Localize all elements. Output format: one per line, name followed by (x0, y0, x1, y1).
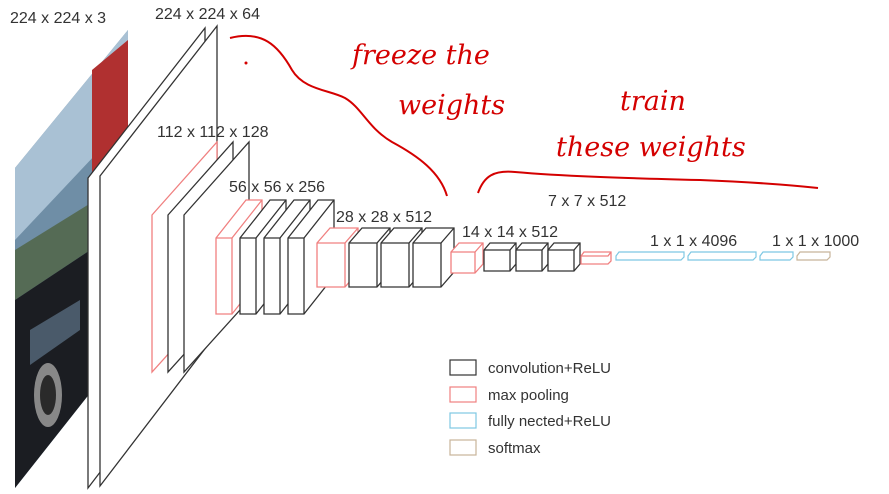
legend-swatch-max-pooling (449, 386, 477, 403)
label-conv1-dims: 224 x 224 x 64 (155, 6, 260, 23)
freeze-line-2: weights (398, 90, 505, 121)
label-conv2-dims: 112 x 112 x 128 (157, 124, 269, 141)
conv3-block (215, 199, 335, 315)
label-conv4-dims: 28 x 28 x 512 (336, 209, 432, 226)
freeze-annotation: freeze the weights (229, 34, 505, 197)
conv5-slab-3 (547, 242, 581, 272)
label-fc-dims: 1 x 1 x 4096 (650, 233, 737, 250)
conv5-block (450, 242, 581, 274)
fc-layer-1 (615, 251, 685, 261)
conv4-slab-3 (412, 227, 455, 288)
label-conv5-dims: 14 x 14 x 512 (462, 224, 558, 241)
pool5-block (580, 251, 612, 265)
freeze-bracket-curve (229, 34, 448, 197)
label-conv3-dims: 56 x 56 x 256 (229, 179, 325, 196)
label-softmax-dims: 1 x 1 x 1000 (772, 233, 859, 250)
legend: convolution+ReLU max pooling fully necte… (449, 359, 611, 457)
legend-label-softmax: softmax (488, 440, 541, 457)
legend-item-convolution: convolution+ReLU (449, 359, 611, 377)
conv5-slab-1 (483, 242, 517, 272)
train-line-1: train (620, 86, 686, 117)
train-line-2: these weights (556, 132, 746, 163)
legend-item-softmax: softmax (449, 439, 541, 457)
softmax-layer (796, 251, 831, 261)
fc-layer-2 (687, 251, 757, 261)
legend-label-max-pooling: max pooling (488, 387, 569, 404)
legend-label-fully-connected: fully nected+ReLU (488, 413, 611, 430)
conv4-block (316, 227, 455, 288)
label-pool5-dims: 7 x 7 x 512 (548, 193, 626, 210)
freeze-line-1: freeze the (350, 40, 490, 71)
label-input-dims: 224 x 224 x 3 (10, 10, 106, 27)
legend-swatch-softmax (449, 439, 477, 456)
legend-swatch-fully-connected (449, 412, 477, 429)
conv5-slab-2 (515, 242, 549, 272)
train-annotation: train these weights (477, 86, 819, 194)
fc-layer-3 (759, 251, 794, 261)
train-bracket-curve (477, 170, 819, 194)
legend-swatch-convolution (449, 359, 477, 376)
legend-item-max-pooling: max pooling (449, 386, 569, 404)
legend-item-fully-connected: fully nected+ReLU (449, 412, 611, 430)
fc-layers (615, 251, 794, 261)
legend-label-convolution: convolution+ReLU (488, 360, 611, 377)
